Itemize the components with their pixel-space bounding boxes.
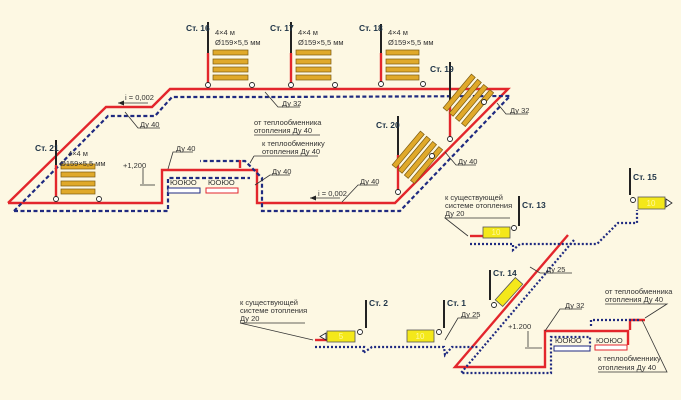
radiator-sections: 10 — [492, 228, 501, 237]
register-size: 4×4 м — [388, 28, 408, 37]
svg-text:ЮОЮО: ЮОЮО — [208, 178, 235, 187]
svg-text:ЮОЮО: ЮОЮО — [596, 336, 623, 345]
register-st18: Ст. 18 4×4 м Ø159×5,5 мм — [359, 23, 434, 87]
radiator-st14: Ст. 14 — [489, 268, 524, 308]
to-exchanger-label: к теплообменнику — [598, 354, 661, 363]
upper-supply-pipe — [7, 87, 511, 205]
riser-label-st16: Ст. 16 — [186, 23, 210, 33]
upper-return-pipe — [13, 94, 513, 213]
from-exchanger-label-2: отопления Ду 40 — [605, 295, 663, 304]
riser-label-st20: Ст. 20 — [376, 120, 400, 130]
register-size: 4×4 м — [298, 28, 318, 37]
riser-label-st14: Ст. 14 — [493, 268, 517, 278]
riser-label-st21: Ст. 21 — [35, 143, 59, 153]
from-exchanger-label: от теплообменника — [605, 287, 673, 296]
riser-label-st17: Ст. 17 — [270, 23, 294, 33]
to-exchanger-label: к теплообменнику — [262, 139, 325, 148]
radiator-sections: 10 — [416, 332, 425, 341]
pipe-size-label: Ду 40 — [176, 144, 195, 153]
register-pipe: Ø159×5,5 мм — [215, 38, 261, 47]
register-st16: Ст. 16 4×4 м Ø159×5,5 мм — [186, 22, 261, 88]
radiator-st2: 5 Ст. 2 — [319, 298, 388, 343]
pipe-size-label: Ду 25 — [461, 310, 480, 319]
register-pipe: Ø159×5,5 мм — [60, 159, 106, 168]
upper-heat-exchanger: ЮОЮО ЮОЮО — [140, 160, 242, 194]
riser-label-st13: Ст. 13 — [522, 200, 546, 210]
riser-label-st19: Ст. 19 — [430, 64, 454, 74]
existing-system-label: к существующей — [445, 193, 503, 202]
svg-text:ЮОЮО: ЮОЮО — [170, 178, 197, 187]
lower-annotations: к существующей системе отопления Ду 20 к… — [239, 193, 673, 373]
lower-heat-exchanger: ЮОЮО ЮОЮО — [525, 331, 628, 352]
pipe-size-label: Ду 32 — [282, 99, 301, 108]
from-exchanger-label-2: отопления Ду 40 — [254, 126, 312, 135]
register-st19: Ст. 19 — [430, 62, 495, 142]
register-st21: Ст. 21 4×4 м Ø159×5,5 мм — [35, 140, 106, 202]
register-pipe: Ø159×5,5 мм — [298, 38, 344, 47]
riser-label-st2: Ст. 2 — [369, 298, 388, 308]
to-exchanger-label-2: отопления Ду 40 — [262, 147, 320, 156]
existing-system-label-2: системе отопления — [240, 306, 307, 315]
upper-annotations: i = 0,002 Ду 40 Ду 32 Ду 40 +1,200 от те… — [118, 91, 529, 203]
radiator-st15: 10 Ст. 15 — [629, 168, 673, 210]
pipe-size-label: Ду 40 — [140, 120, 159, 129]
existing-system-label-2: системе отопления — [445, 201, 512, 210]
riser-label-st15: Ст. 15 — [633, 172, 657, 182]
register-size: 4×4 м — [68, 149, 88, 158]
pipe-size-label: Ду 32 — [565, 301, 584, 310]
elevation-label: +1.200 — [508, 322, 531, 331]
register-st20: Ст. 20 — [376, 116, 444, 195]
radiator-sections: 5 — [339, 332, 344, 341]
pipe-size-label: Ду 20 — [445, 209, 464, 218]
pipe-size-label: Ду 20 — [240, 314, 259, 323]
pipe-size-label: Ду 32 — [510, 106, 529, 115]
riser-label-st1: Ст. 1 — [447, 298, 466, 308]
lower-return-pipe — [315, 210, 640, 375]
slope-label: i = 0,002 — [318, 189, 347, 198]
existing-system-label: к существующей — [240, 298, 298, 307]
pipe-size-label: Ду 40 — [360, 177, 379, 186]
pipe-size-label: Ду 40 — [272, 167, 291, 176]
pipe-size-label: Ду 40 — [458, 157, 477, 166]
radiator-sections: 10 — [647, 199, 656, 208]
slope-label: i = 0,002 — [125, 93, 154, 102]
elevation-label: +1,200 — [123, 161, 146, 170]
register-size: 4×4 м — [215, 28, 235, 37]
register-st17: Ст. 17 4×4 м Ø159×5,5 мм — [270, 22, 344, 88]
riser-label-st18: Ст. 18 — [359, 23, 383, 33]
svg-text:ЮОЮО: ЮОЮО — [555, 336, 582, 345]
pipe-size-label: Ду 25 — [546, 265, 565, 274]
register-pipe: Ø159×5,5 мм — [388, 38, 434, 47]
radiator-st1: 10 Ст. 1 — [406, 298, 466, 343]
from-exchanger-label: от теплообменника — [254, 118, 322, 127]
radiator-st13: 10 Ст. 13 — [482, 196, 546, 239]
to-exchanger-label-2: отопления Ду 40 — [598, 363, 656, 372]
